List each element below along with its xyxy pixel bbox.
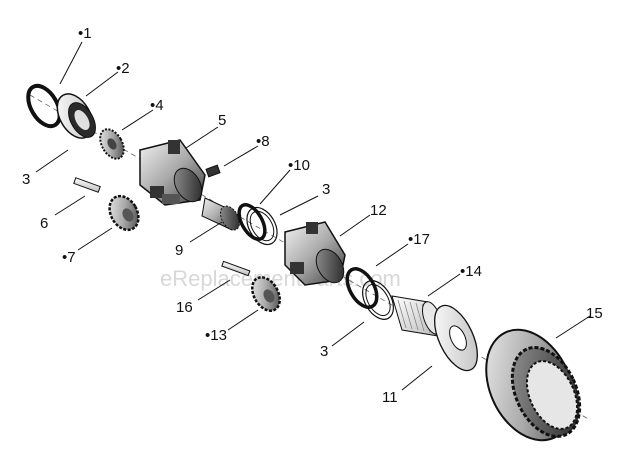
label-7: •7 [62, 249, 76, 266]
label-4: •4 [150, 97, 164, 114]
label-6: 6 [40, 215, 48, 232]
part-9-shaft [201, 197, 240, 231]
label-9: 9 [175, 242, 183, 259]
part-10-ring [237, 203, 267, 241]
label-12: 12 [370, 202, 387, 219]
label-13: •13 [205, 327, 227, 344]
part-1-retaining-ring [26, 83, 62, 129]
part-11-flange [433, 304, 479, 372]
label-8: •8 [256, 133, 270, 150]
label-2: •2 [116, 60, 130, 77]
label-14: •14 [460, 263, 482, 280]
watermark: eReplacementParts.com [160, 266, 401, 291]
callout-labels: •1 •2 3 •4 5 •8 6 •7 9 •10 3 12 •17 •14 … [22, 25, 603, 406]
part-12-carrier [284, 221, 346, 286]
label-3a: 3 [22, 171, 30, 188]
label-1: •1 [78, 25, 92, 42]
label-5: 5 [218, 112, 226, 129]
label-10: •10 [288, 157, 310, 174]
part-13-gear [251, 276, 281, 312]
part-17-ring [345, 267, 379, 309]
part-6-pin [73, 177, 101, 193]
part-3-washer-b [246, 206, 278, 246]
label-16: 16 [176, 299, 193, 316]
part-7-gear [108, 194, 140, 232]
part-4-pinion-gear [99, 128, 125, 160]
part-8-key [205, 164, 221, 178]
part-16-pin [221, 260, 251, 277]
label-3b: 3 [322, 181, 330, 198]
label-17: •17 [408, 231, 430, 248]
label-15: 15 [586, 305, 603, 322]
leader-lines [35, 41, 591, 391]
part-15-ring-gear [485, 328, 582, 442]
label-3c: 3 [320, 343, 328, 360]
part-2-bearing [56, 93, 96, 139]
part-5-carrier-housing [139, 139, 206, 206]
label-11: 11 [382, 389, 398, 406]
part-3-washer-c [362, 280, 394, 320]
